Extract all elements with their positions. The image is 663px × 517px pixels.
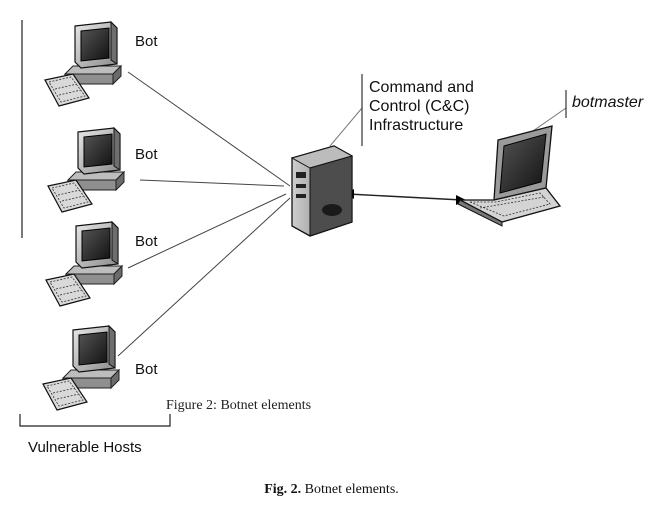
cc-label-line1: Command and <box>369 79 474 96</box>
bot-computer-3 <box>45 221 123 307</box>
bot-label-4: Bot <box>135 361 158 378</box>
cc-label-line3: Infrastructure <box>369 117 464 134</box>
bot-computer-4 <box>42 325 120 411</box>
cc-callout-line <box>329 107 363 147</box>
cc-label: Command and Control (C&C) Infrastructure <box>369 78 474 135</box>
bot-computer-2 <box>47 127 125 213</box>
vulnerable-hosts-bracket <box>19 414 171 427</box>
botmaster-laptop-icon <box>457 125 562 227</box>
bot-label-2: Bot <box>135 146 158 163</box>
connector-bot3 <box>127 193 287 269</box>
inner-figure-caption: Figure 2: Botnet elements <box>166 398 312 413</box>
figure-caption-text: Botnet elements. <box>301 482 399 497</box>
vulnerable-hosts-label: Vulnerable Hosts <box>28 439 142 456</box>
bot-label-3: Bot <box>135 233 158 250</box>
cc-server-icon <box>290 145 354 237</box>
bot-computer-1 <box>44 21 122 107</box>
connector-bot1 <box>127 71 291 187</box>
connector-bot2 <box>139 179 285 187</box>
figure-caption-prefix: Fig. 2. <box>264 482 302 497</box>
botmaster-label: botmaster <box>572 94 644 111</box>
connector-bot4 <box>117 197 291 357</box>
connector-botmaster <box>347 193 463 201</box>
figure-caption: Fig. 2. Botnet elements. <box>0 482 663 498</box>
cc-label-line2: Control (C&C) <box>369 98 470 115</box>
bot-label-1: Bot <box>135 33 158 50</box>
